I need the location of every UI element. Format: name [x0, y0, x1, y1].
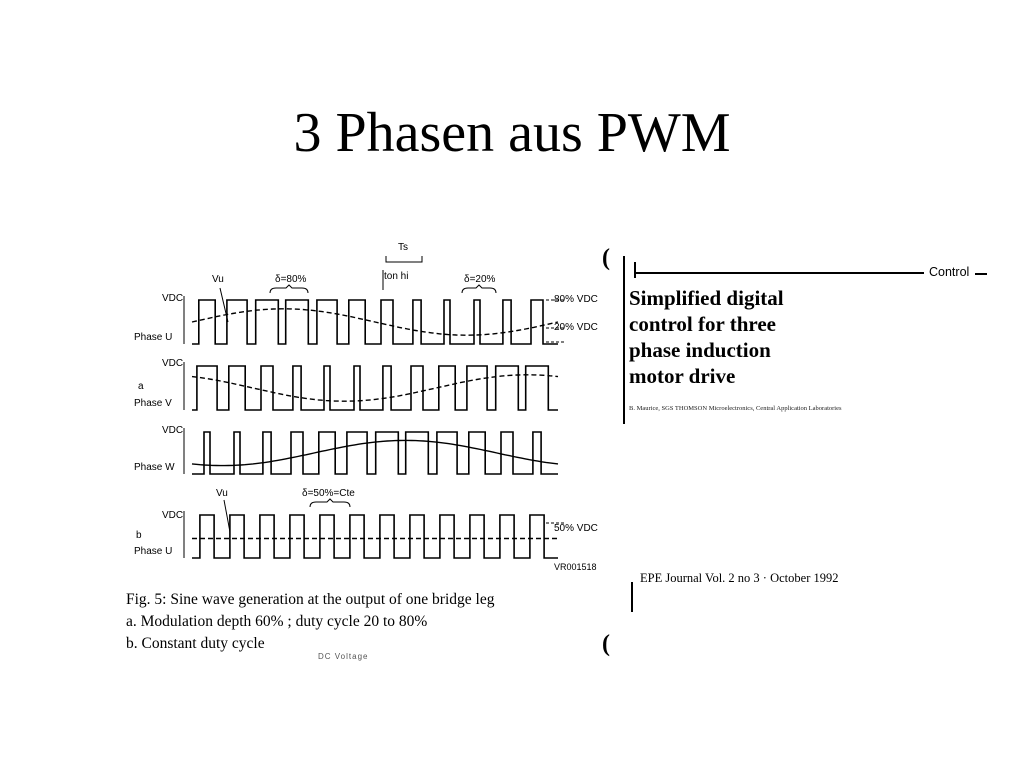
article-title-line: Simplified digital	[629, 286, 784, 310]
duty-50-brace	[309, 498, 351, 508]
phase-u-reference-curve	[191, 308, 559, 336]
ts-label: Ts	[398, 242, 408, 253]
pct-50-label: 50% VDC	[554, 523, 598, 534]
article-title: Simplified digital control for three pha…	[629, 285, 784, 389]
section-rule-tick	[634, 262, 636, 278]
ts-bracket	[385, 256, 423, 263]
pwm-waveform-figure: VDC VDC VDC VDC Phase U Phase V Phase W …	[134, 242, 598, 572]
scan-bracket-bottom: (	[602, 631, 610, 657]
article-title-line: motor drive	[629, 364, 736, 388]
phase-w-reference-curve	[191, 439, 559, 467]
article-margin-rule	[623, 256, 625, 424]
vu-pointer	[219, 287, 229, 323]
figure-ref-code: VR001518	[554, 562, 597, 572]
phase-u-label: Phase U	[134, 332, 172, 343]
vdc-label-w: VDC	[162, 425, 183, 436]
section-rule-end	[975, 273, 987, 275]
ton-label: ton hi	[384, 271, 408, 282]
phase-u-label-b: Phase U	[134, 546, 172, 557]
section-label: Control	[929, 265, 970, 279]
phase-w-pwm-trace	[192, 431, 558, 475]
duty-50-label: δ=50%=Cte	[302, 488, 355, 499]
article-title-line: phase induction	[629, 338, 771, 362]
figure-caption-line-2: a. Modulation depth 60% ; duty cycle 20 …	[126, 613, 428, 630]
phase-u-pwm-trace	[192, 299, 558, 345]
duty-20-label: δ=20%	[464, 274, 496, 285]
duty-20-brace	[461, 284, 497, 294]
duty-80-label: δ=80%	[275, 274, 307, 285]
journal-margin-rule	[631, 582, 633, 612]
section-header-rule	[636, 272, 924, 274]
figure-labels: VDC VDC VDC VDC Phase U Phase V Phase W …	[134, 242, 598, 572]
vu-label-b: Vu	[216, 488, 228, 499]
phase-v-reference-curve	[191, 374, 559, 402]
subfigure-b-label: b	[136, 530, 142, 541]
subfigure-a-label: a	[138, 381, 144, 392]
vu-pointer-b	[223, 499, 231, 533]
duty-80-brace	[269, 284, 309, 294]
phase-v-pwm-trace	[192, 365, 558, 411]
article-title-line: control for three	[629, 312, 776, 336]
phase-u-const-pwm-trace	[192, 514, 558, 559]
scan-bracket-top: (	[602, 245, 610, 271]
vdc-label-b: VDC	[162, 510, 183, 521]
phase-w-label: Phase W	[134, 462, 175, 473]
annotations	[183, 256, 564, 558]
pct-80-label: 80% VDC	[554, 294, 598, 305]
article-author: B. Maurice, SGS THOMSON Microelectronics…	[629, 405, 842, 412]
journal-citation: EPE Journal Vol. 2 no 3 · October 1992	[640, 571, 839, 585]
figure-caption-line-1: Fig. 5: Sine wave generation at the outp…	[126, 591, 495, 608]
vdc-label-u: VDC	[162, 293, 183, 304]
vdc-label-v: VDC	[162, 358, 183, 369]
figure-caption-line-3: b. Constant duty cycle	[126, 635, 265, 652]
pct-20-label: 20% VDC	[554, 322, 598, 333]
phase-v-label: Phase V	[134, 398, 172, 409]
sine-references	[191, 308, 559, 540]
cropped-footer-text: DC Voltage	[318, 652, 369, 661]
slide-title: 3 Phasen aus PWM	[293, 102, 731, 164]
vu-label: Vu	[212, 274, 224, 285]
pwm-traces	[192, 299, 558, 559]
